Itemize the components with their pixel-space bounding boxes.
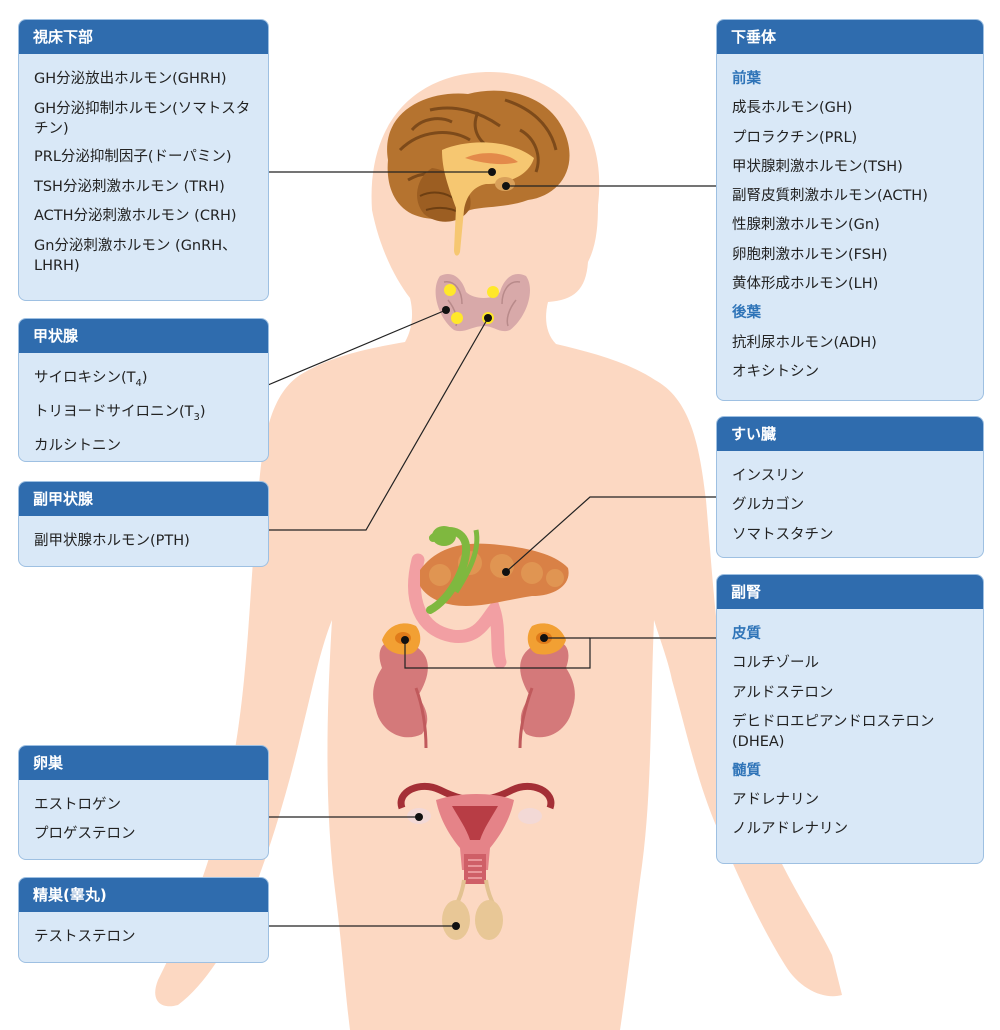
ovary-hormone-list: エストロゲン プロゲステロン [19, 780, 268, 859]
connection-dots [401, 168, 548, 930]
parathyroid-title: 副甲状腺 [19, 482, 268, 516]
adrenal-box: 副腎 皮質 コルチゾール アルドステロン デヒドロエピアンドロステロン(DHEA… [716, 574, 984, 864]
pituitary-box: 下垂体 前葉 成長ホルモン(GH) プロラクチン(PRL) 甲状腺刺激ホルモン(… [716, 19, 984, 401]
hormone-item: オキシトシン [732, 363, 819, 380]
pancreas-hormone-list: インスリン グルカゴン ソマトスタチン [717, 451, 983, 557]
hormone-item: 副腎皮質刺激ホルモン(ACTH) [732, 188, 928, 205]
hypothalamus-hormone-list: GH分泌放出ホルモン(GHRH) GH分泌抑制ホルモン(ソマトスタチン) PRL… [19, 54, 268, 290]
posterior-lobe-label: 後葉 [732, 305, 761, 322]
hormone-subscript: 4 [135, 377, 142, 389]
hormone-item: 黄体形成ホルモン(LH) [732, 276, 879, 293]
hypothalamus-box: 視床下部 GH分泌放出ホルモン(GHRH) GH分泌抑制ホルモン(ソマトスタチン… [18, 19, 269, 301]
hormone-item: プロゲステロン [34, 826, 136, 843]
leader-thyroid [267, 309, 447, 386]
testis-box: 精巣(睾丸) テストステロン [18, 877, 269, 963]
testis-hormone-list: テストステロン [19, 912, 268, 962]
testis-illustration [442, 879, 503, 940]
hormone-item: TSH分泌刺激ホルモン (TRH) [34, 178, 225, 195]
hormone-item: GH分泌放出ホルモン(GHRH) [34, 71, 227, 87]
hormone-text-end: ) [141, 370, 148, 386]
hormone-item: エストロゲン [34, 797, 121, 813]
pancreas-illustration [408, 526, 569, 669]
hormone-item: ACTH分泌刺激ホルモン (CRH) [34, 207, 237, 224]
pituitary-hormone-list: 前葉 成長ホルモン(GH) プロラクチン(PRL) 甲状腺刺激ホルモン(TSH)… [717, 54, 983, 397]
hormone-item: コルチゾール [732, 655, 819, 672]
ovary-box: 卵巣 エストロゲン プロゲステロン [18, 745, 269, 860]
adrenal-title: 副腎 [717, 575, 983, 609]
hormone-item: サイロキシン(T4) [34, 364, 258, 398]
parathyroid-hormone-list: 副甲状腺ホルモン(PTH) [19, 516, 268, 566]
ovary-title: 卵巣 [19, 746, 268, 780]
hormone-item: トリヨードサイロニン(T3) [34, 398, 258, 432]
anterior-lobe-label: 前葉 [732, 71, 761, 87]
medulla-label: 髄質 [732, 762, 761, 779]
leader-parathyroid [268, 317, 489, 531]
brain-illustration [387, 90, 570, 256]
hormone-item: 成長ホルモン(GH) [732, 100, 853, 117]
hormone-item: PRL分泌抑制因子(ドーパミン) [34, 149, 232, 166]
hormone-text: サイロキシン(T [34, 370, 136, 386]
hormone-subscript: 3 [193, 412, 200, 424]
pituitary-title: 下垂体 [717, 20, 983, 54]
pancreas-title: すい臓 [717, 417, 983, 451]
hormone-item: ソマトスタチン [732, 526, 834, 543]
hormone-item: ノルアドレナリン [732, 821, 848, 838]
hormone-item: インスリン [732, 468, 805, 484]
hormone-item: アドレナリン [732, 792, 819, 809]
cortex-label: 皮質 [732, 626, 761, 642]
hormone-item: 副甲状腺ホルモン(PTH) [34, 533, 190, 549]
hormone-text: トリヨードサイロニン(T [34, 404, 194, 421]
leader-adrenal [404, 637, 716, 669]
leader-lines [267, 171, 716, 927]
uterus-illustration [397, 782, 555, 884]
hormone-item: 抗利尿ホルモン(ADH) [732, 334, 877, 351]
thyroid-title: 甲状腺 [19, 319, 268, 353]
parathyroid-box: 副甲状腺 副甲状腺ホルモン(PTH) [18, 481, 269, 567]
hormone-item: Gn分泌刺激ホルモン (GnRH、LHRH) [34, 237, 237, 274]
hormone-item: グルカゴン [732, 497, 805, 514]
adrenal-hormone-list: 皮質 コルチゾール アルドステロン デヒドロエピアンドロステロン(DHEA) 髄… [717, 609, 983, 855]
hormone-item: 甲状腺刺激ホルモン(TSH) [732, 158, 903, 175]
hormone-item: 卵胞刺激ホルモン(FSH) [732, 246, 888, 263]
testis-title: 精巣(睾丸) [19, 878, 268, 912]
hormone-item: テストステロン [34, 929, 136, 945]
hormone-item: アルドステロン [732, 684, 834, 701]
kidney-illustration [373, 623, 575, 749]
pancreas-box: すい臓 インスリン グルカゴン ソマトスタチン [716, 416, 984, 558]
hormone-item: プロラクチン(PRL) [732, 129, 858, 146]
hormone-item: デヒドロエピアンドロステロン(DHEA) [732, 714, 935, 751]
thyroid-illustration [435, 273, 531, 332]
hormone-text-end: ) [199, 404, 206, 421]
hormone-item: カルシトニン [34, 438, 121, 455]
thyroid-hormone-list: サイロキシン(T4) トリヨードサイロニン(T3) カルシトニン [19, 353, 268, 461]
hormone-item: GH分泌抑制ホルモン(ソマトスタチン) [34, 100, 251, 137]
hormone-item: 性腺刺激ホルモン(Gn) [732, 217, 880, 234]
hypothalamus-title: 視床下部 [19, 20, 268, 54]
leader-pancreas [505, 496, 716, 573]
thyroid-box: 甲状腺 サイロキシン(T4) トリヨードサイロニン(T3) カルシトニン [18, 318, 269, 462]
